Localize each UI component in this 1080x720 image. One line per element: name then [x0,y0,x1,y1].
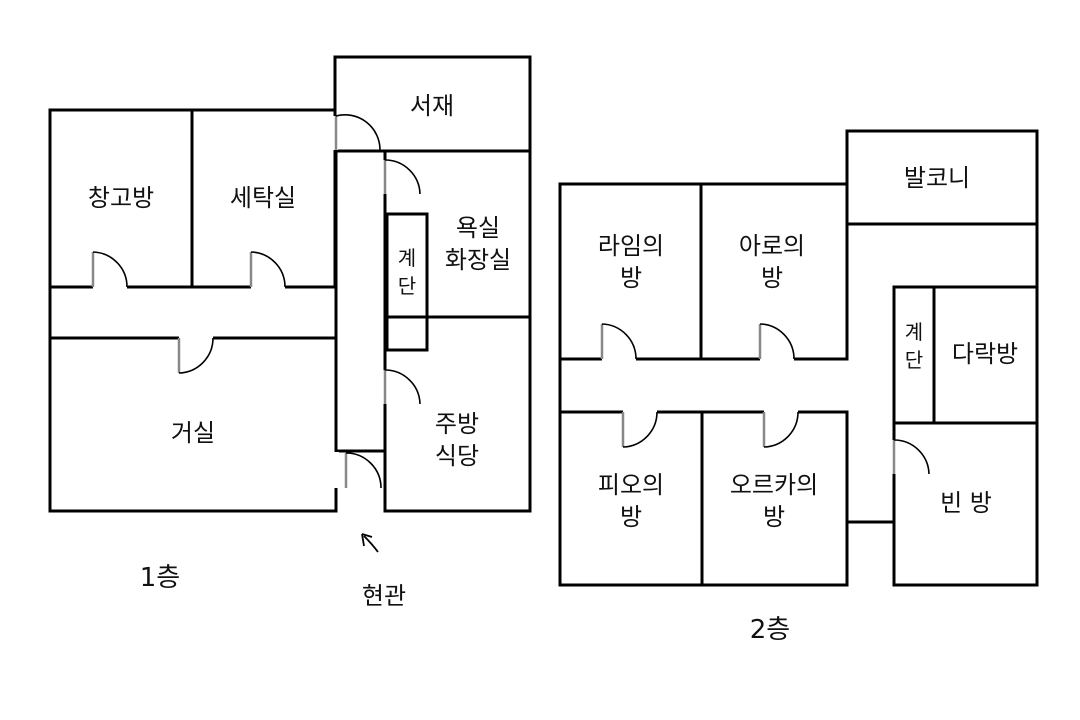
door-raim [600,323,637,362]
door-bathroom [382,159,421,195]
label-stairs-floor1-line2: 단 [397,274,417,298]
label-balcony: 발코니 [903,164,971,192]
label-laundry: 세탁실 [229,184,297,212]
stairs-floor1 [385,212,429,352]
room-kitchen [383,315,532,513]
label-bathroom-line2: 화장실 [444,246,512,274]
door-living [177,335,214,374]
label-stairs-floor1: 계 단 [398,244,416,300]
label-living: 거실 [170,419,216,447]
label-kitchen-line1: 주방 [434,410,480,438]
label-storage: 창고방 [87,184,155,212]
label-empty: 빈 방 [940,489,992,517]
door-pio [621,409,658,448]
label-raim-line2: 방 [619,264,643,292]
label-orca: 오르카의 방 [730,469,818,533]
label-aro-line1: 아로의 [738,232,806,260]
label-entrance: 현관 [361,582,407,610]
label-raim: 라임의 방 [598,230,664,294]
label-study: 서재 [409,92,455,120]
door-entrance [333,452,382,489]
label-bathroom: 욕실 화장실 [445,212,511,276]
label-stairs-floor2-line1: 계 [904,320,924,344]
label-stairs-floor2-line2: 단 [904,348,924,372]
label-kitchen-line2: 식당 [434,442,480,470]
label-pio-line1: 피오의 [597,471,665,499]
door-aro [758,323,795,362]
label-stairs-floor1-line1: 계 [397,246,417,270]
floor1-title: 1층 [139,563,181,593]
door-orca [762,409,799,448]
door-laundry [249,251,286,290]
floor2-title: 2층 [749,615,791,645]
label-orca-line1: 오르카의 [729,471,819,499]
room-balcony [845,129,1039,226]
label-kitchen: 주방 식당 [435,408,479,472]
label-attic: 다락방 [951,340,1019,368]
label-pio-line2: 방 [619,503,643,531]
door-study [332,114,381,151]
floor2-plan [558,129,1039,587]
entrance-arrow-icon [361,533,379,553]
room-empty [892,421,1039,587]
floor1-plan [48,55,532,553]
label-pio: 피오의 방 [598,469,664,533]
label-bathroom-line1: 욕실 [455,214,501,242]
door-empty [891,439,930,475]
label-aro: 아로의 방 [739,230,805,294]
label-raim-line1: 라임의 [597,232,665,260]
door-kitchen [382,369,421,405]
label-aro-line2: 방 [760,264,784,292]
label-stairs-floor2: 계 단 [905,318,923,374]
label-orca-line2: 방 [762,503,786,531]
door-storage [91,251,128,290]
